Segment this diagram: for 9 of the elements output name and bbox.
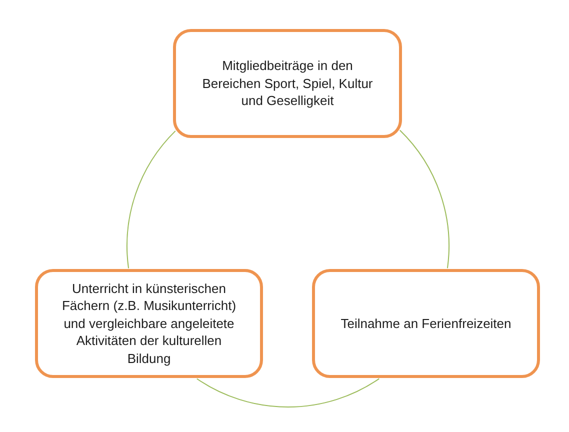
rounded-box: [173, 29, 402, 138]
node-text: Teilnahme an Ferienfreizeiten: [340, 314, 512, 332]
rounded-box: [312, 269, 540, 378]
node-text: Unterricht in künsterischen Fächern (z.B. Musikunterricht) und vergleichbare angeleitete Aktivitäten der kulturellen Bildung: [60, 280, 238, 368]
connector-arc: [196, 378, 380, 408]
node-text: Mitgliedbeiträge in den Bereichen Sport, Spiel, Kultur und Geselligkeit: [201, 57, 374, 110]
connector-arc: [399, 130, 450, 269]
connector-arc: [126, 130, 176, 269]
rounded-box: [35, 269, 263, 378]
